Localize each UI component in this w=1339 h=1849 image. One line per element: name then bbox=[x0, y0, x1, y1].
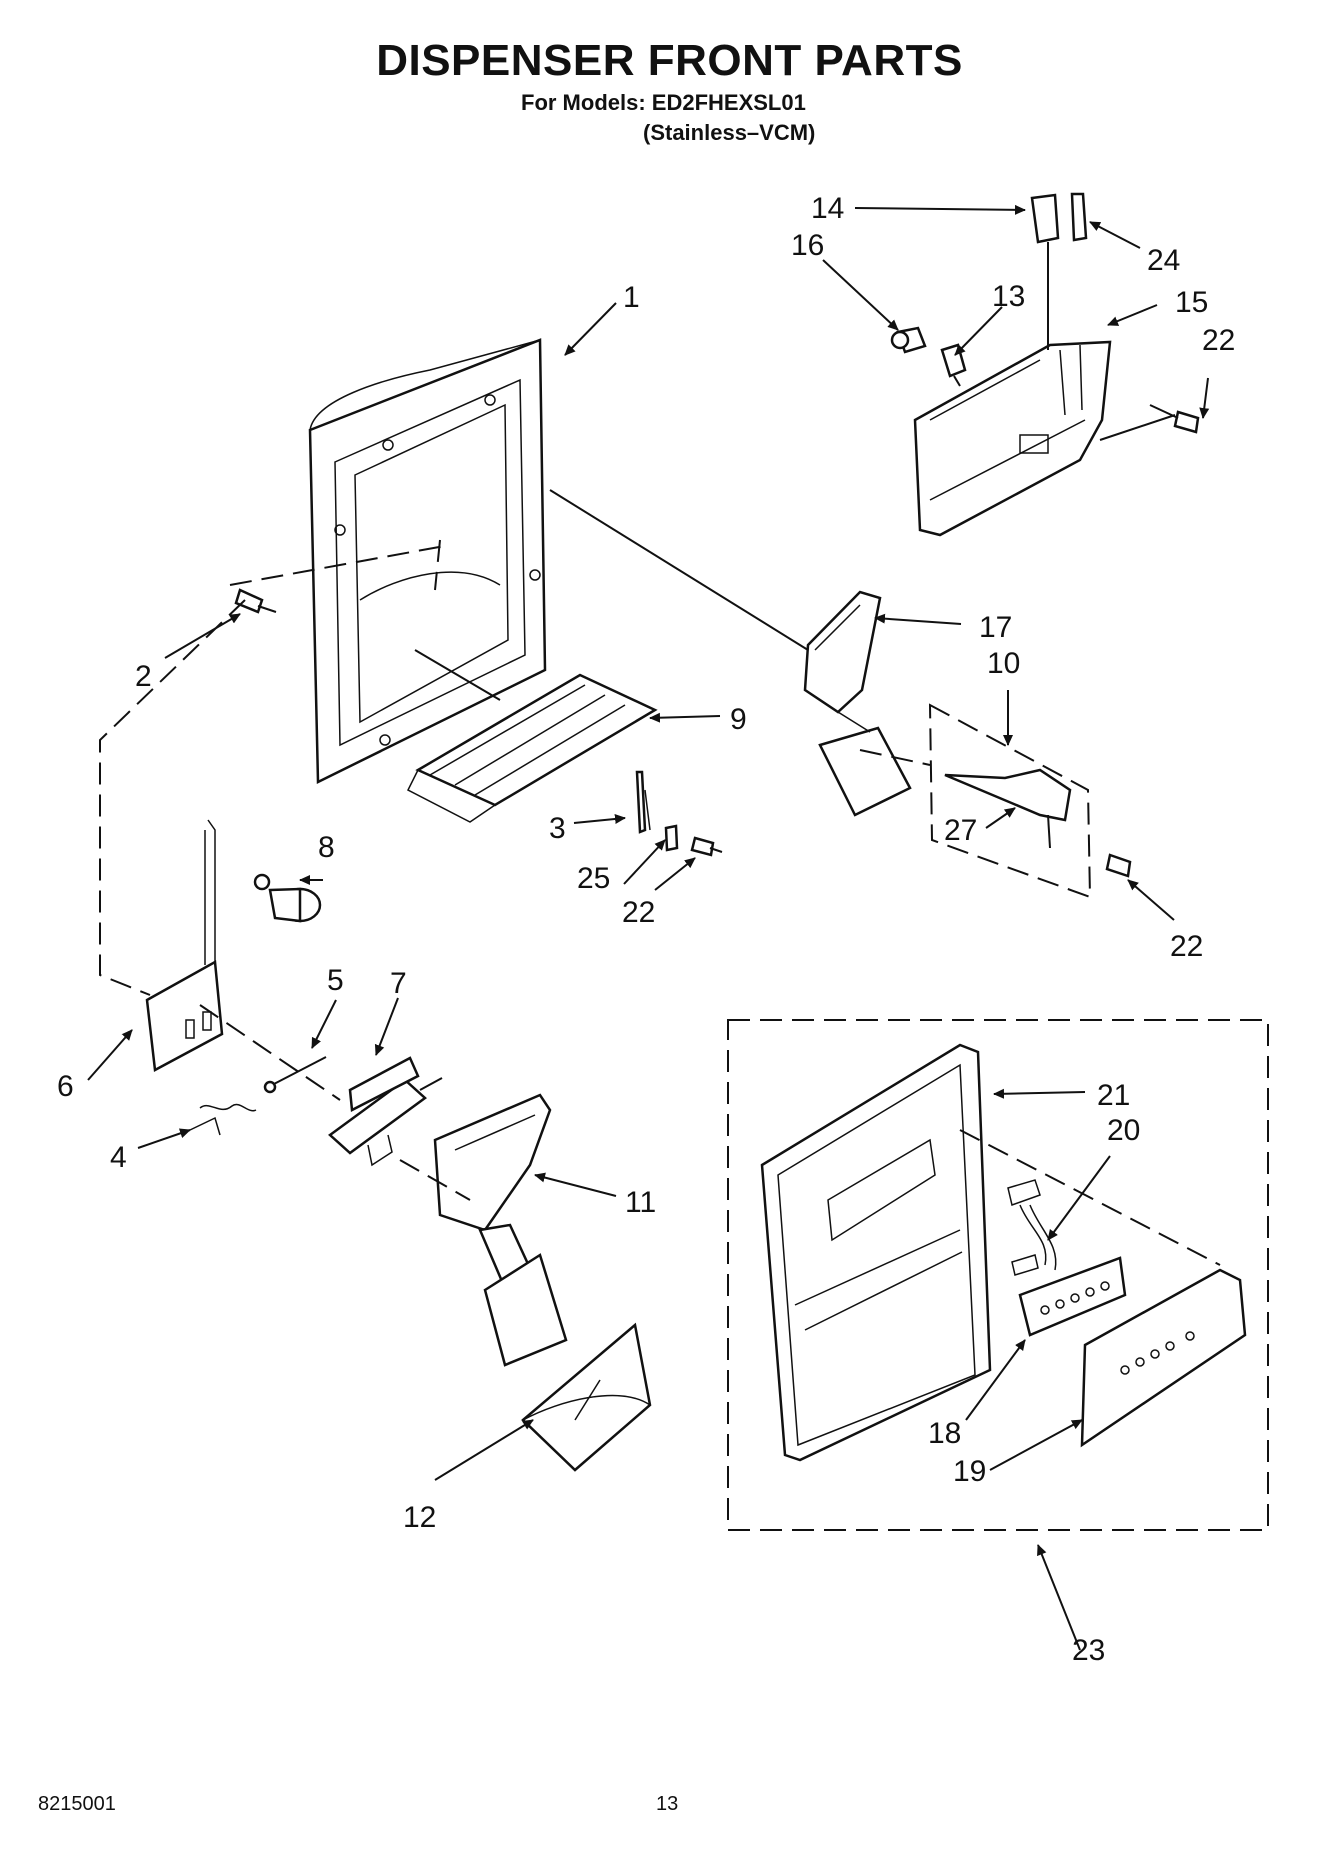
callout-8: 8 bbox=[318, 831, 335, 864]
part-18-control-board bbox=[1018, 1256, 1127, 1337]
assembly-lines bbox=[99, 414, 1221, 1266]
callout-5: 5 bbox=[327, 964, 344, 997]
part-8-solenoid bbox=[253, 873, 322, 923]
callout-25: 25 bbox=[577, 862, 610, 895]
page-title: DISPENSER FRONT PARTS bbox=[376, 36, 963, 85]
callout-23: 23 bbox=[1072, 1634, 1105, 1667]
part-21-front-panel bbox=[760, 1043, 992, 1462]
callout-15: 15 bbox=[1175, 286, 1208, 319]
callout-11: 11 bbox=[625, 1186, 656, 1219]
part-25-shim bbox=[664, 824, 679, 852]
part-20-wire-harness bbox=[1007, 1179, 1057, 1276]
callout-3: 3 bbox=[549, 812, 566, 845]
callout-labels: 1 2 3 4 5 6 7 8 9 10 11 12 13 14 15 16 1… bbox=[57, 192, 1235, 1667]
callout-18: 18 bbox=[928, 1417, 961, 1450]
part-15-actuator-housing bbox=[913, 340, 1112, 537]
callout-7: 7 bbox=[390, 967, 407, 1000]
part-17-chute-lever bbox=[803, 590, 912, 817]
part-13-socket bbox=[940, 343, 967, 387]
part-23-kit-outline bbox=[727, 1019, 1269, 1531]
part-12-drip-cup bbox=[521, 1322, 652, 1472]
part-9-drip-tray bbox=[406, 673, 658, 823]
part-3-clip bbox=[635, 770, 651, 834]
part-14-switch bbox=[1030, 193, 1060, 350]
part-7-switch bbox=[328, 1056, 443, 1167]
callout-14: 14 bbox=[811, 192, 844, 225]
callout-20: 20 bbox=[1107, 1114, 1140, 1147]
callout-19: 19 bbox=[953, 1455, 986, 1488]
callout-27: 27 bbox=[944, 814, 977, 847]
callout-12: 12 bbox=[403, 1501, 436, 1534]
part-24-bracket bbox=[1070, 192, 1088, 242]
callout-6: 6 bbox=[57, 1070, 74, 1103]
callout-17: 17 bbox=[979, 611, 1012, 644]
model-line: For Models: ED2FHEXSL01 bbox=[521, 90, 806, 115]
callout-22-upper: 22 bbox=[1202, 324, 1235, 357]
callout-22-right: 22 bbox=[1170, 930, 1203, 963]
callout-21: 21 bbox=[1097, 1079, 1130, 1112]
part-6-module bbox=[145, 819, 224, 1072]
part-22-screw-upper-right bbox=[1149, 404, 1200, 434]
part-2-screw bbox=[234, 588, 277, 614]
callout-13: 13 bbox=[992, 280, 1025, 313]
callout-9: 9 bbox=[730, 703, 747, 736]
page-number: 13 bbox=[656, 1793, 679, 1815]
model-variant: (Stainless–VCM) bbox=[643, 120, 816, 145]
part-22-screw-right bbox=[1105, 853, 1132, 878]
part-11-lever bbox=[433, 1093, 568, 1367]
callout-10: 10 bbox=[987, 647, 1020, 680]
part-10-kit-outline bbox=[928, 703, 1092, 899]
callout-22-center: 22 bbox=[622, 896, 655, 929]
part-27-arm bbox=[944, 768, 1072, 849]
part-22-screw-center bbox=[690, 836, 723, 857]
part-16-bulb bbox=[890, 326, 927, 354]
part-1-dispenser-housing bbox=[308, 338, 547, 784]
part-5-pin bbox=[263, 1056, 327, 1094]
leader-arrows bbox=[87, 204, 1210, 1651]
part-4-spring bbox=[189, 1103, 257, 1136]
callout-24: 24 bbox=[1147, 244, 1180, 277]
callout-1: 1 bbox=[623, 281, 640, 314]
callout-2: 2 bbox=[135, 660, 152, 693]
callout-16: 16 bbox=[791, 229, 824, 262]
document-number: 8215001 bbox=[38, 1793, 116, 1815]
callout-4: 4 bbox=[110, 1141, 127, 1174]
